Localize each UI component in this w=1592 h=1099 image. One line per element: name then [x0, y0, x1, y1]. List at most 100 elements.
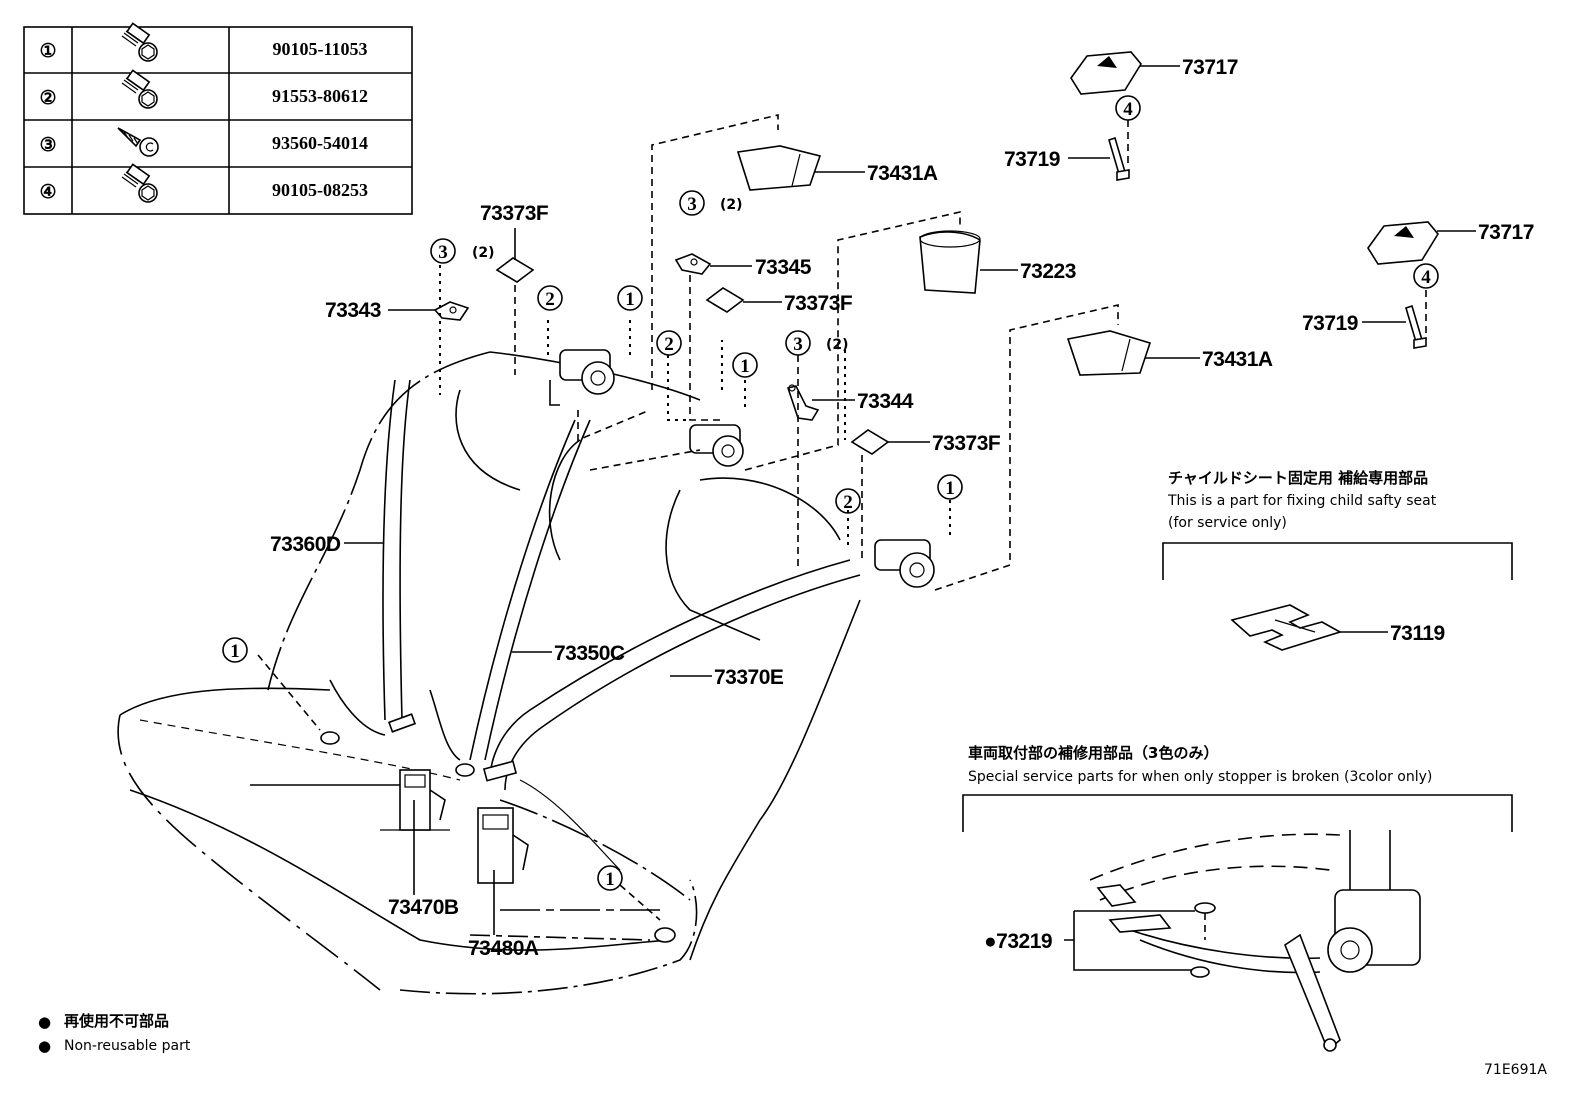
svg-text:3: 3	[687, 194, 697, 215]
tapping-screw-icon	[117, 127, 159, 157]
fastener-ref-3: 3 (2)	[430, 238, 495, 264]
svg-text:3: 3	[793, 334, 803, 355]
retractor-right	[874, 539, 935, 588]
label-73350C: 73350C	[554, 642, 625, 665]
table-row: ③ 93560-54014	[39, 127, 368, 157]
label-73373F: 73373F	[480, 202, 549, 225]
diagram-id: 71E691A	[1484, 1062, 1547, 1078]
fastener-ref: ④	[39, 182, 56, 203]
legend: ● 再使用不可部品 ● Non-reusable part	[38, 1012, 191, 1055]
fastener-ref-3: 3 (2)	[785, 330, 849, 356]
part-73431A-b	[1066, 330, 1152, 376]
part-73344	[786, 384, 820, 421]
label-73370E: 73370E	[714, 666, 784, 689]
part-73431A-a	[736, 145, 822, 191]
label-73717: 73717	[1478, 221, 1534, 244]
label-73719: 73719	[1302, 312, 1358, 335]
svg-text:(2): (2)	[826, 337, 849, 353]
table-row: ① 90105-11053	[39, 22, 368, 62]
child-seat-note-en: This is a part for fixing child safty se…	[1167, 493, 1437, 509]
svg-text:1: 1	[625, 289, 635, 310]
fastener-ref-3: 3 (2)	[679, 190, 743, 216]
label-73373F: 73373F	[784, 292, 853, 315]
part-73223	[919, 230, 981, 294]
part-73119	[1230, 604, 1343, 651]
svg-text:4: 4	[1123, 99, 1133, 120]
child-seat-note-jp: チャイルドシート固定用 補給専用部品	[1168, 469, 1428, 487]
anchor-plates	[320, 713, 676, 943]
fastener-ref-1: 1	[937, 474, 963, 500]
hex-flange-bolt-icon	[121, 22, 158, 62]
retractor-left	[549, 349, 615, 406]
fastener-ref-1: 1	[617, 285, 643, 311]
part-73717-b	[1367, 221, 1439, 265]
svg-text:3: 3	[438, 242, 448, 263]
label-73470B: 73470B	[388, 896, 459, 919]
svg-text:2: 2	[664, 334, 674, 355]
hex-flange-bolt-icon	[121, 163, 158, 203]
legend-en: Non-reusable part	[64, 1038, 191, 1054]
stopper-note-jp: 車両取付部の補修用部品（3色のみ）	[968, 744, 1218, 762]
non-reusable-symbol: ●	[38, 1037, 51, 1055]
child-seat-note-en-2: (for service only)	[1168, 515, 1287, 531]
part-73345	[674, 253, 712, 275]
part-73719-b	[1405, 304, 1427, 349]
label-73345: 73345	[755, 256, 812, 279]
legend-jp: 再使用不可部品	[64, 1012, 169, 1030]
table-row: ④ 90105-08253	[39, 163, 368, 203]
stopper-inset: 車両取付部の補修用部品（3色のみ） Special service parts …	[962, 744, 1513, 1052]
svg-text:(2): (2)	[472, 245, 495, 261]
part-number: 90105-11053	[272, 39, 367, 59]
label-73719: 73719	[1004, 148, 1060, 171]
part-labels: 73373F 73343 73345 73373F 73431A 73223 7…	[270, 56, 1534, 960]
fastener-callouts: 3 (2) 2 1 3 (2) 2 1 3 (2)	[222, 95, 1439, 891]
fastener-ref-2: 2	[835, 488, 861, 514]
svg-text:1: 1	[605, 869, 615, 890]
stopper-note-en: Special service parts for when only stop…	[968, 769, 1432, 785]
label-73344: 73344	[857, 390, 914, 413]
svg-text:1: 1	[740, 356, 750, 377]
fastener-ref-4: 4	[1413, 263, 1439, 289]
svg-text:1: 1	[945, 478, 955, 499]
fastener-ref-4: 4	[1115, 95, 1141, 121]
fastener-ref: ③	[39, 135, 56, 156]
leader-lines	[344, 65, 1476, 935]
svg-text:2: 2	[843, 492, 853, 513]
part-73373F-c	[850, 429, 890, 455]
stopper-base	[1190, 966, 1210, 978]
svg-text:2: 2	[545, 289, 555, 310]
label-73373F: 73373F	[932, 432, 1001, 455]
child-seat-inset: チャイルドシート固定用 補給専用部品 This is a part for fi…	[1162, 469, 1513, 651]
part-number: 91553-80612	[272, 86, 368, 106]
label-73343: 73343	[325, 299, 381, 322]
label-73480A: 73480A	[468, 937, 539, 960]
hex-flange-bolt-icon	[121, 69, 158, 109]
label-73431A: 73431A	[867, 162, 938, 185]
part-73719-a	[1108, 136, 1130, 181]
inset-bracket	[1162, 542, 1513, 580]
part-73373F-b	[705, 287, 745, 313]
svg-text:4: 4	[1421, 267, 1431, 288]
buckle-73480A	[477, 807, 529, 884]
part-73373F-a	[495, 257, 535, 283]
fastener-ref-2: 2	[656, 330, 682, 356]
label-73431A: 73431A	[1202, 348, 1273, 371]
label-73119: 73119	[1390, 622, 1445, 645]
buckle-73470B	[399, 769, 446, 831]
svg-text:(2): (2)	[720, 197, 743, 213]
fastener-ref-1: 1	[597, 865, 623, 891]
part-73717-a	[1070, 51, 1142, 95]
label-73219: ●73219	[984, 930, 1052, 953]
fastener-ref: ②	[39, 88, 56, 109]
part-number: 93560-54014	[272, 133, 368, 153]
svg-text:1: 1	[230, 641, 240, 662]
rear-seat-outline	[117, 351, 861, 995]
label-73223: 73223	[1020, 260, 1076, 283]
table-row: ② 91553-80612	[39, 69, 368, 109]
inset-bracket	[962, 794, 1513, 832]
fastener-ref-1: 1	[732, 352, 758, 378]
non-reusable-symbol: ●	[38, 1013, 51, 1031]
label-73717: 73717	[1182, 56, 1238, 79]
stopper-cap	[1194, 902, 1216, 914]
